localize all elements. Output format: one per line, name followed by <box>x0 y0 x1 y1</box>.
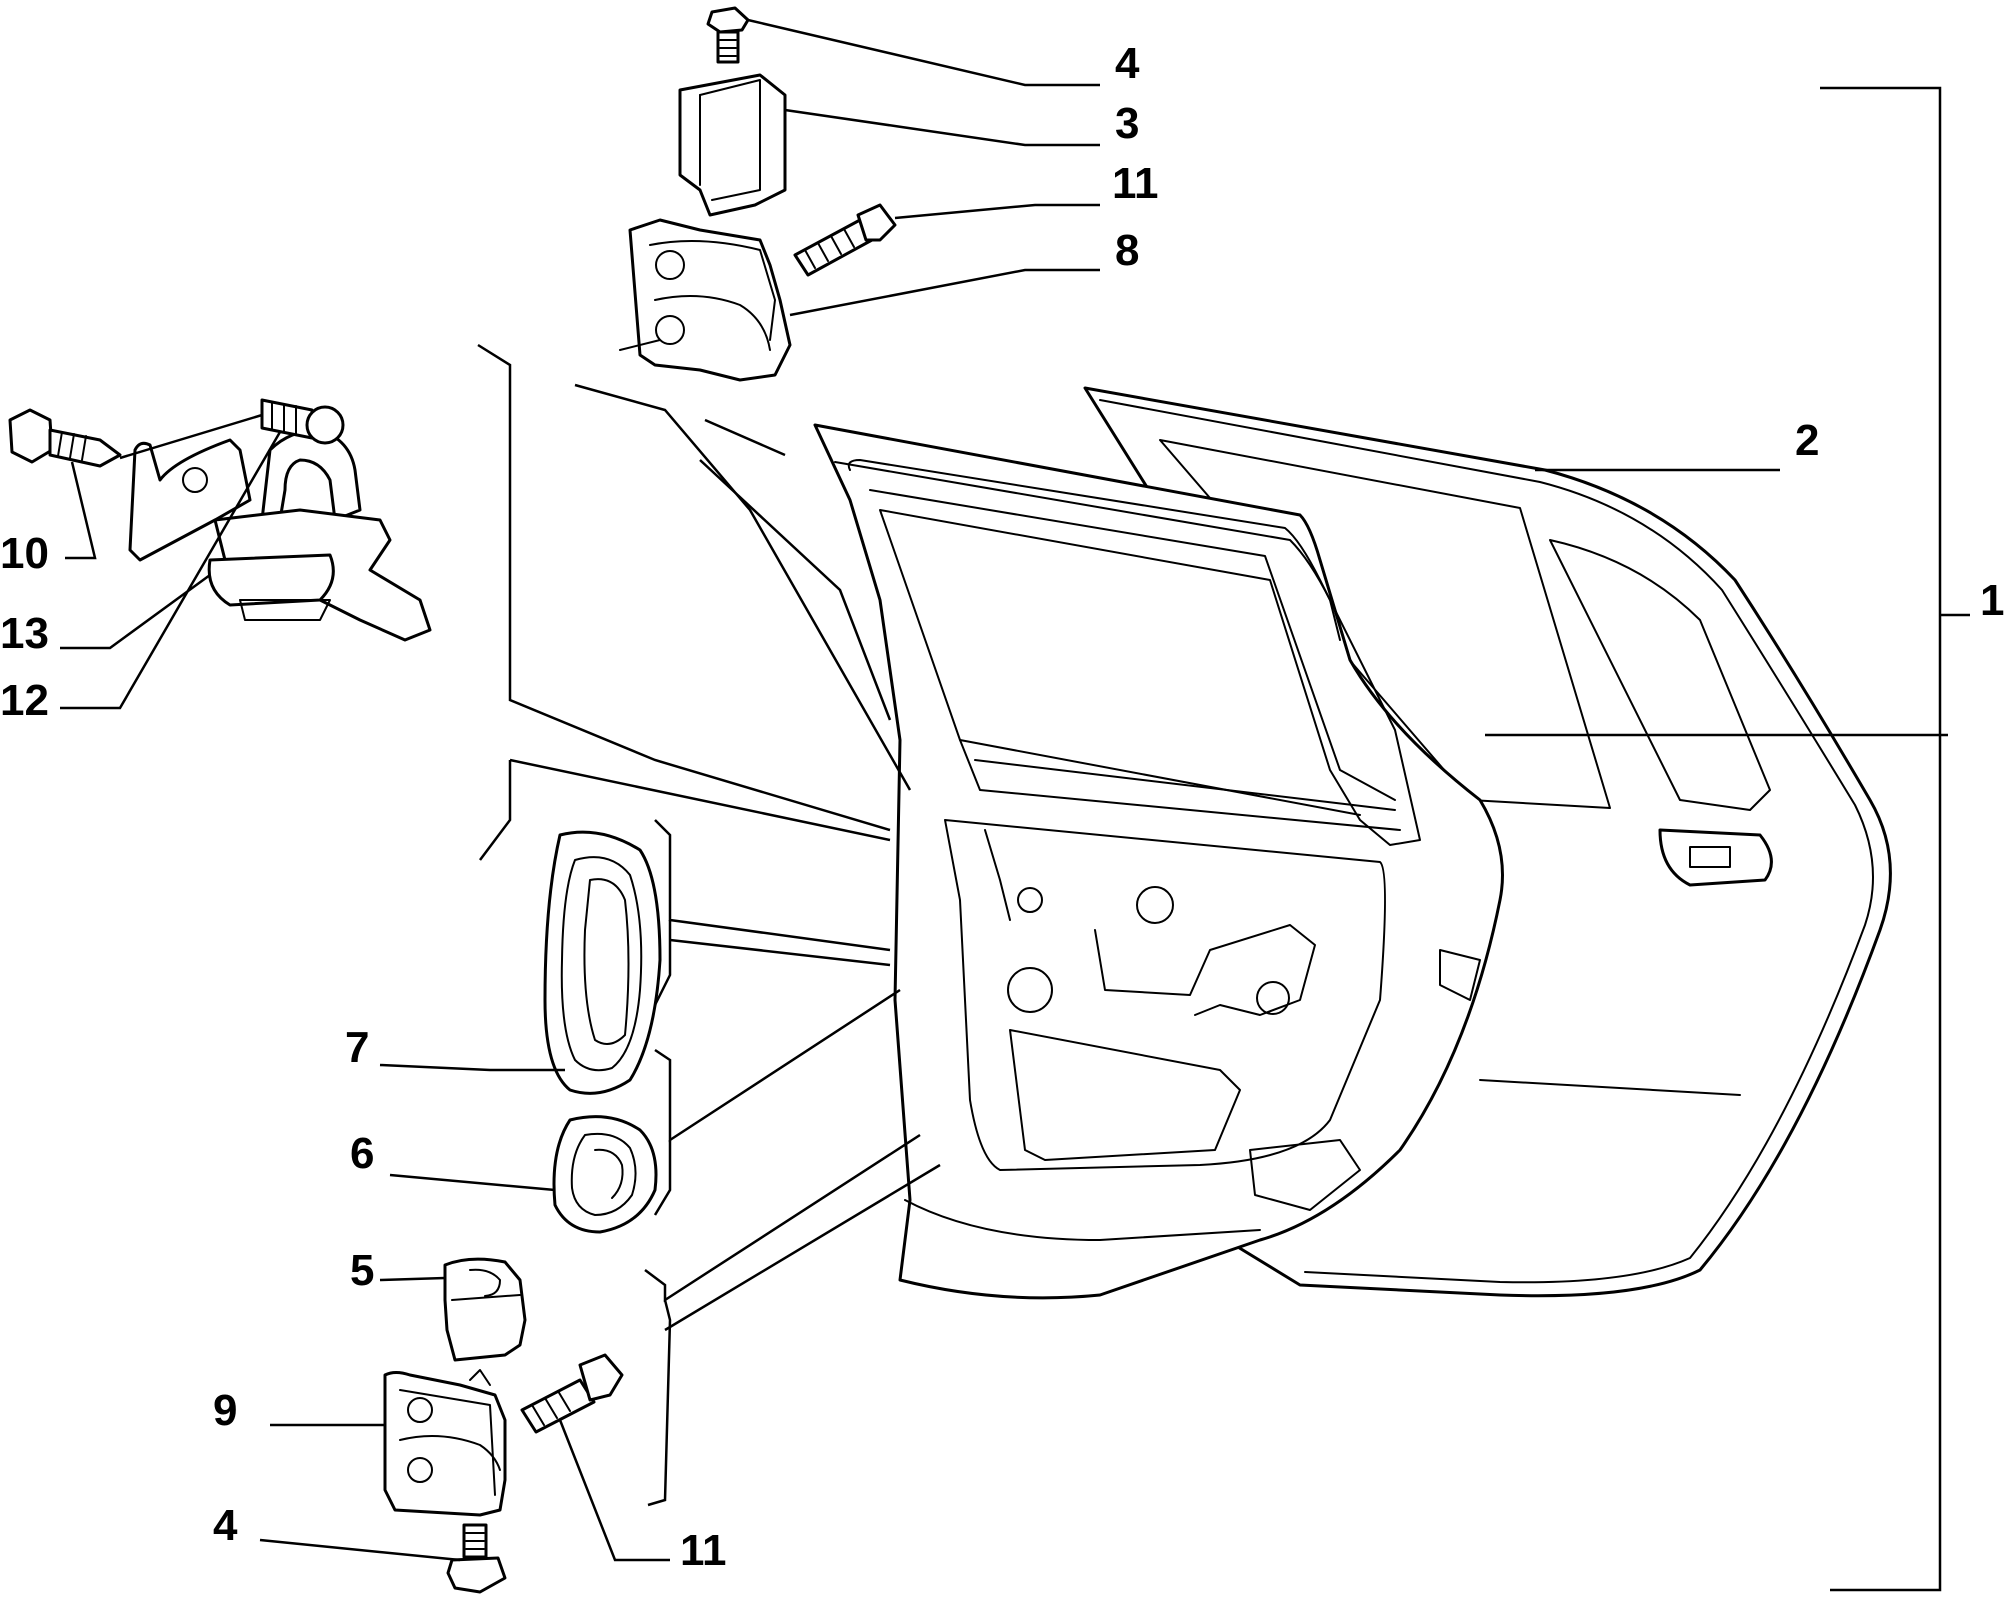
callout-5: 5 <box>350 1246 374 1295</box>
callout-2: 2 <box>1795 416 1819 465</box>
callout-8: 8 <box>1115 226 1139 275</box>
upper-hinge-bracket <box>619 218 792 382</box>
lower-hinge-bracket <box>383 1369 507 1517</box>
screw-upper <box>793 203 897 277</box>
assembly-bracket <box>1820 86 1970 1592</box>
callout-10: 10 <box>0 529 49 578</box>
callout-12: 12 <box>0 676 49 725</box>
projection-lines <box>477 343 1948 1507</box>
callout-7: 7 <box>345 1023 369 1072</box>
callout-13: 13 <box>0 609 49 658</box>
door-inner-frame <box>813 423 1504 1300</box>
callout-6: 6 <box>350 1129 374 1178</box>
screw-lower <box>520 1353 624 1434</box>
upper-hinge-cover <box>678 73 787 217</box>
callout-9: 9 <box>213 1386 237 1435</box>
bolt-bottom <box>446 1523 507 1594</box>
callout-4-top: 4 <box>1115 39 1140 88</box>
leader-lines <box>60 18 1780 1562</box>
callout-11-top: 11 <box>1112 159 1159 208</box>
callout-4-bottom: 4 <box>213 1501 238 1550</box>
small-bolt <box>260 398 345 445</box>
latch-bolt <box>8 408 122 468</box>
callout-3: 3 <box>1115 99 1139 148</box>
small-grommet <box>552 1115 658 1234</box>
lower-hinge-cover <box>443 1257 527 1362</box>
callout-labels: 4 3 11 8 2 1 10 13 12 7 6 5 9 4 11 <box>0 39 2004 1575</box>
bolt-top <box>706 6 750 64</box>
callout-1: 1 <box>1980 576 2004 625</box>
large-grommet <box>543 830 662 1095</box>
door-check-strap <box>128 428 432 642</box>
callout-11-bottom: 11 <box>680 1526 727 1575</box>
